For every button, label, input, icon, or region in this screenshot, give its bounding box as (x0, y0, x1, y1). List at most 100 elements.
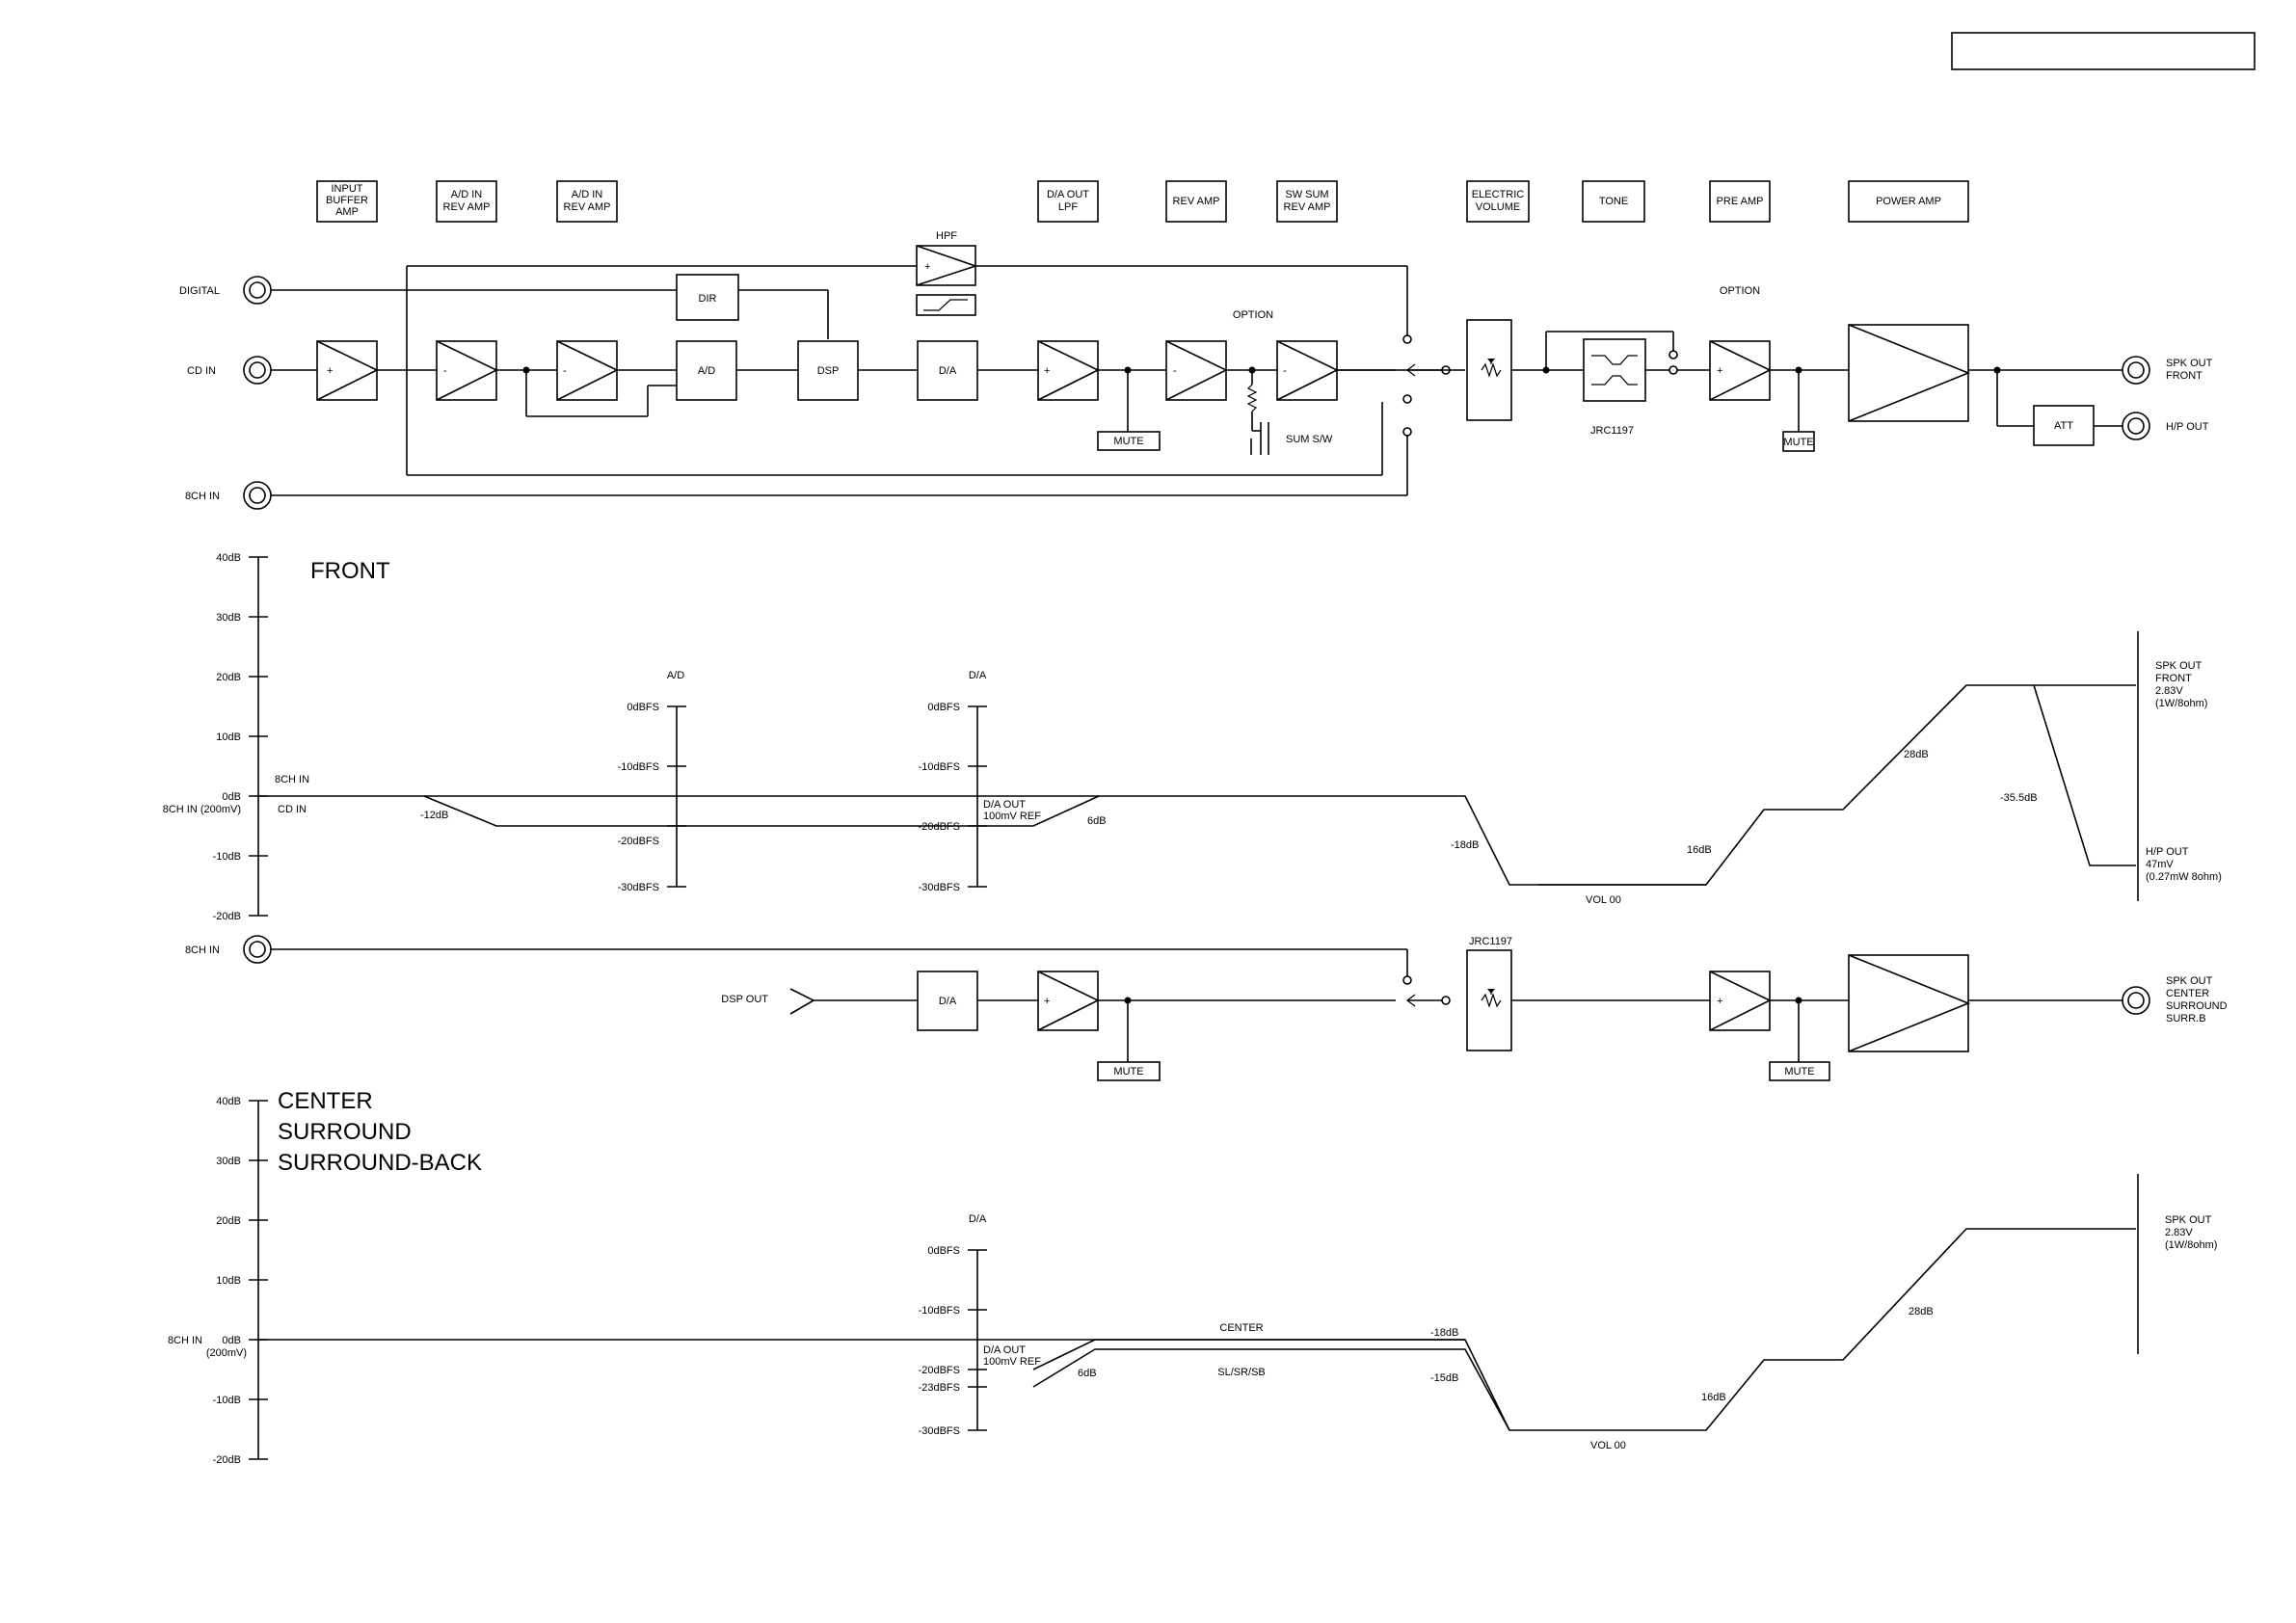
front-circuit: DIGITAL CD IN 8CH IN + - - (179, 230, 2213, 510)
center-tick-40: 40dB (216, 1096, 241, 1107)
label-8ch-in: 8CH IN (185, 491, 220, 502)
center-level-spk-out-1: SPK OUT (2165, 1214, 2212, 1226)
label-hp-out: H/P OUT (2166, 421, 2209, 433)
stage-da-out-lpf-l2: LPF (1058, 201, 1078, 213)
block-dir-label: DIR (699, 293, 717, 305)
center-label-8ch-in-axis: 8CH IN (168, 1335, 202, 1346)
center-level-spk-out-3: (1W/8ohm) (2165, 1239, 2217, 1251)
center-mute-2 (1769, 1061, 1830, 1081)
amp1-plus: + (327, 365, 333, 377)
block-att (2033, 405, 2095, 446)
center-label-center: CENTER (1219, 1322, 1263, 1334)
jack-cd-in (243, 356, 272, 385)
label-spk-out-2: FRONT (2166, 370, 2203, 382)
label-digital: DIGITAL (179, 285, 220, 297)
label-cd-in: CD IN (187, 365, 216, 377)
center-tick-20: 20dB (216, 1215, 241, 1227)
ad-dbfs-0: 0dBFS (627, 702, 659, 713)
front-title: FRONT (310, 558, 390, 584)
front-tick-40: 40dB (216, 552, 241, 564)
center-pre-plus: + (1717, 996, 1722, 1007)
stage-sw-sum-rev-l1: SW SUM (1285, 189, 1328, 200)
center-label-28db: 28dB (1909, 1306, 1934, 1317)
center-amp-plus: + (1044, 996, 1050, 1007)
stage-power-amp (1848, 180, 1969, 223)
stage-power-amp-label: POWER AMP (1876, 196, 1941, 207)
stage-electric-volume-l2: VOLUME (1476, 201, 1520, 213)
center-block-da-label: D/A (939, 996, 957, 1007)
stage-ad-in-rev-2 (556, 180, 618, 223)
da-dbfs-20: -20dBFS (919, 821, 960, 833)
label-option-2: OPTION (1720, 285, 1760, 297)
center-trace-center (1032, 1228, 2136, 1431)
center-trace-surround (1032, 1348, 1510, 1431)
block-ad-label: A/D (698, 365, 715, 377)
front-level-diagram: FRONT 40dB 30dB 20dB 10dB 0dB -10dB -20d… (163, 552, 2222, 922)
front-spk-out-4: (1W/8ohm) (2155, 698, 2207, 709)
center-mute-1 (1097, 1061, 1161, 1081)
label-spk-out-1: SPK OUT (2166, 358, 2213, 369)
front-tick-m10: -10dB (213, 851, 241, 863)
center-title-2: SURROUND (278, 1119, 412, 1145)
center-dbfs-0: 0dBFS (927, 1245, 960, 1257)
lpf-plus: + (1044, 365, 1050, 377)
da-dbfs-30: -30dBFS (919, 882, 960, 893)
center-da-label: D/A (969, 1213, 987, 1225)
pre-plus: + (1717, 365, 1722, 377)
label-jrc1197-front: JRC1197 (1590, 425, 1634, 437)
stage-ad-in-rev-1-l1: A/D IN (451, 189, 482, 200)
stage-pre-amp-label: PRE AMP (1717, 196, 1764, 207)
center-spk-out-1: SPK OUT (2166, 975, 2213, 987)
front-da-label: D/A (969, 670, 987, 681)
block-electric-volume (1466, 319, 1512, 421)
mute-1 (1097, 431, 1161, 451)
ad-dbfs-20: -20dBFS (618, 836, 659, 847)
stage-tone (1582, 180, 1645, 223)
front-tick-m20: -20dB (213, 911, 241, 922)
front-da-out-ref-1: D/A OUT (983, 799, 1026, 811)
front-tick-10: 10dB (216, 732, 241, 743)
center-tick-10: 10dB (216, 1275, 241, 1287)
title-block (1951, 32, 2256, 70)
stage-sw-sum-rev-l2: REV AMP (1284, 201, 1331, 213)
center-label-200mv: (200mV) (206, 1347, 247, 1359)
mute-2 (1782, 431, 1815, 452)
center-axis-ticks: 40dB 30dB 20dB 10dB 0dB -10dB -20dB (213, 1096, 268, 1466)
label-sum-sw: SUM S/W (1286, 434, 1333, 445)
block-da-label: D/A (939, 365, 957, 377)
sw-minus: - (1283, 365, 1287, 377)
stage-tone-label: TONE (1599, 196, 1628, 207)
amp2-minus: - (443, 365, 447, 377)
front-spk-out-2: FRONT (2155, 673, 2192, 684)
front-hp-out-3: (0.27mW 8ohm) (2146, 871, 2222, 883)
front-label-minus18: -18dB (1451, 839, 1479, 851)
stage-rev-amp-label: REV AMP (1173, 196, 1220, 207)
stage-electric-volume (1466, 180, 1530, 223)
center-label-minus15: -15dB (1430, 1372, 1458, 1384)
jack-hp-out (2122, 412, 2150, 440)
ad-dbfs-30: -30dBFS (618, 882, 659, 893)
mute-1-label: MUTE (1113, 436, 1143, 447)
front-ad-label: A/D (667, 670, 684, 681)
center-da-out-ref-2: 100mV REF (983, 1356, 1041, 1368)
mute-2-label: MUTE (1783, 437, 1813, 448)
jack-8ch-in-center (243, 935, 272, 964)
front-axis-ticks: 40dB 30dB 20dB 10dB 0dB -10dB -20dB (213, 552, 268, 922)
stage-ad-in-rev-1 (436, 180, 497, 223)
front-tick-0: 0dB (222, 791, 241, 803)
front-label-28db: 28dB (1904, 749, 1929, 760)
block-ad (676, 340, 737, 401)
center-dbfs-20: -20dBFS (919, 1365, 960, 1376)
block-power-amp (1848, 324, 1969, 422)
front-8ch-in-200mv: 8CH IN (200mV) (163, 804, 241, 815)
block-dsp-label: DSP (817, 365, 840, 377)
label-hpf: HPF (936, 230, 957, 242)
front-label-16db: 16dB (1687, 844, 1712, 856)
front-label-8ch-in: 8CH IN (275, 774, 309, 785)
front-trace-hp (2033, 684, 2136, 866)
block-da (917, 340, 978, 401)
jack-spk-out-front (2122, 356, 2150, 385)
center-tick-30: 30dB (216, 1156, 241, 1167)
center-tick-m20: -20dB (213, 1454, 241, 1466)
da-dbfs-0: 0dBFS (927, 702, 960, 713)
